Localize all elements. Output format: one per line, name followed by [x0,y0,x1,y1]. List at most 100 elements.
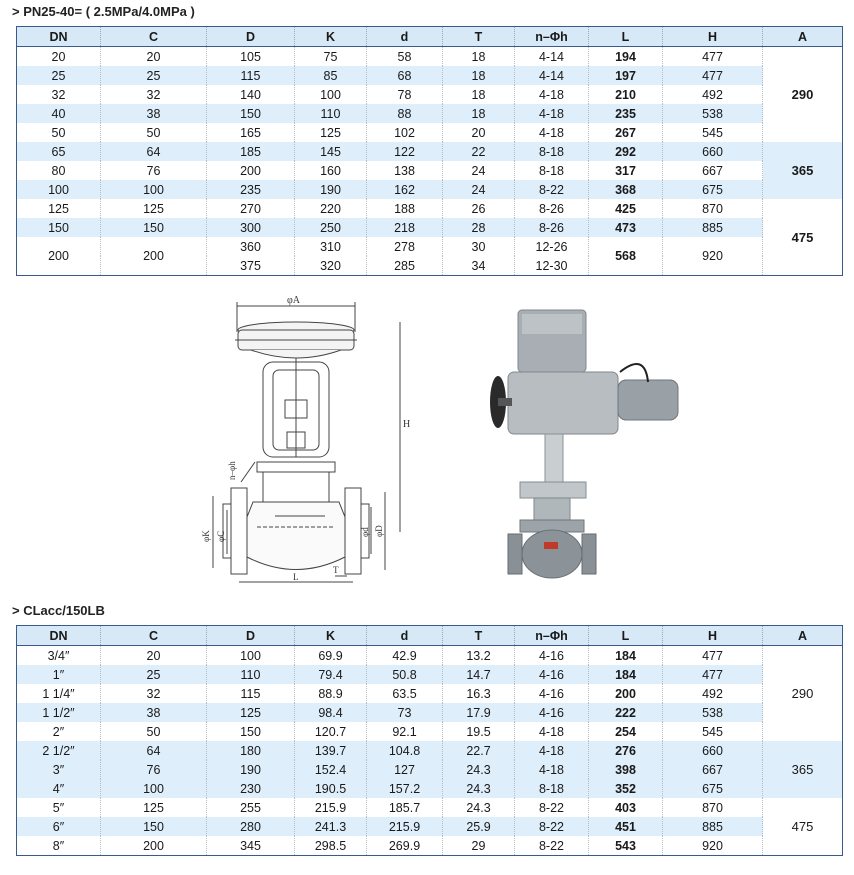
cell-c: 25 [100,665,207,684]
cell-c: 25 [100,66,207,85]
cell-h: 538 [662,703,763,722]
cell-small-d: 68 [366,66,443,85]
cell-n-phi-h: 4-16 [514,645,589,665]
cell-small-d: 138 [366,161,443,180]
cell-c: 100 [100,779,207,798]
cell-d: 360 [206,237,295,256]
col-header-a: A [762,625,843,646]
cell-l: 197 [588,66,663,85]
cell-k: 250 [294,218,367,237]
cell-k: 320 [294,256,367,276]
col-header-h: H [662,26,763,47]
cell-l: 398 [588,760,663,779]
cell-n-phi-h: 4-18 [514,123,589,142]
col-header-k: K [294,26,367,47]
cell-k: 110 [294,104,367,123]
cell-dn: 20 [16,46,101,66]
dim-label-h: H [403,419,410,430]
cell-k: 85 [294,66,367,85]
cell-c: 20 [100,46,207,66]
cell-d: 115 [206,684,295,703]
cell-h: 660 [662,741,763,760]
cell-l: 352 [588,779,663,798]
cell-c: 50 [100,722,207,741]
cell-dn: 2 1/2″ [16,741,101,760]
cell-d: 230 [206,779,295,798]
cell-t: 25.9 [442,817,515,836]
cell-small-d: 218 [366,218,443,237]
cell-h: 675 [662,779,763,798]
cell-h: 477 [662,645,763,665]
cell-t: 13.2 [442,645,515,665]
cell-n-phi-h: 4-18 [514,741,589,760]
cell-a: 365 [762,142,843,199]
cell-h: 477 [662,46,763,66]
cell-d: 375 [206,256,295,276]
cell-small-d: 73 [366,703,443,722]
cell-dn: 25 [16,66,101,85]
cell-l: 425 [588,199,663,218]
cell-k: 75 [294,46,367,66]
section2-title: > CLacc/150LB [12,603,105,618]
cell-d: 235 [206,180,295,199]
col-header-d: D [206,625,295,646]
cell-h: 477 [662,665,763,684]
cell-c: 125 [100,798,207,817]
cell-h: 885 [662,817,763,836]
cell-d: 185 [206,142,295,161]
cell-d: 280 [206,817,295,836]
cell-small-d: 50.8 [366,665,443,684]
cell-c: 200 [100,237,207,276]
cell-a: 365 [762,741,843,798]
cell-t: 28 [442,218,515,237]
col-header-c: C [100,625,207,646]
cell-n-phi-h: 8-22 [514,817,589,836]
cell-d: 300 [206,218,295,237]
cell-l: 543 [588,836,663,856]
cell-d: 115 [206,66,295,85]
cell-n-phi-h: 4-14 [514,66,589,85]
cell-k: 298.5 [294,836,367,856]
cell-n-phi-h: 4-18 [514,722,589,741]
cell-h: 538 [662,104,763,123]
valve-dimension-drawing: φA H n–φh φK φC φd φD T L [201,295,410,583]
cell-l: 235 [588,104,663,123]
cell-d: 150 [206,722,295,741]
col-header-a: A [762,26,843,47]
dim-label-d: φD [374,525,384,537]
cell-n-phi-h: 4-14 [514,46,589,66]
cell-d: 140 [206,85,295,104]
cell-dn: 200 [16,237,101,276]
cell-t: 24.3 [442,779,515,798]
cell-c: 64 [100,741,207,760]
col-header-small-d: d [366,26,443,47]
cell-t: 20 [442,123,515,142]
cell-dn: 3″ [16,760,101,779]
cell-l: 184 [588,645,663,665]
col-header-small-d: d [366,625,443,646]
cell-small-d: 285 [366,256,443,276]
cell-c: 200 [100,836,207,856]
cell-h: 675 [662,180,763,199]
cell-l: 276 [588,741,663,760]
cell-h: 870 [662,798,763,817]
cell-k: 190 [294,180,367,199]
cell-n-phi-h: 8-26 [514,199,589,218]
cell-c: 125 [100,199,207,218]
cell-c: 38 [100,104,207,123]
cell-l: 451 [588,817,663,836]
cell-dn: 4″ [16,779,101,798]
cell-t: 24.3 [442,798,515,817]
col-header-t: T [442,625,515,646]
